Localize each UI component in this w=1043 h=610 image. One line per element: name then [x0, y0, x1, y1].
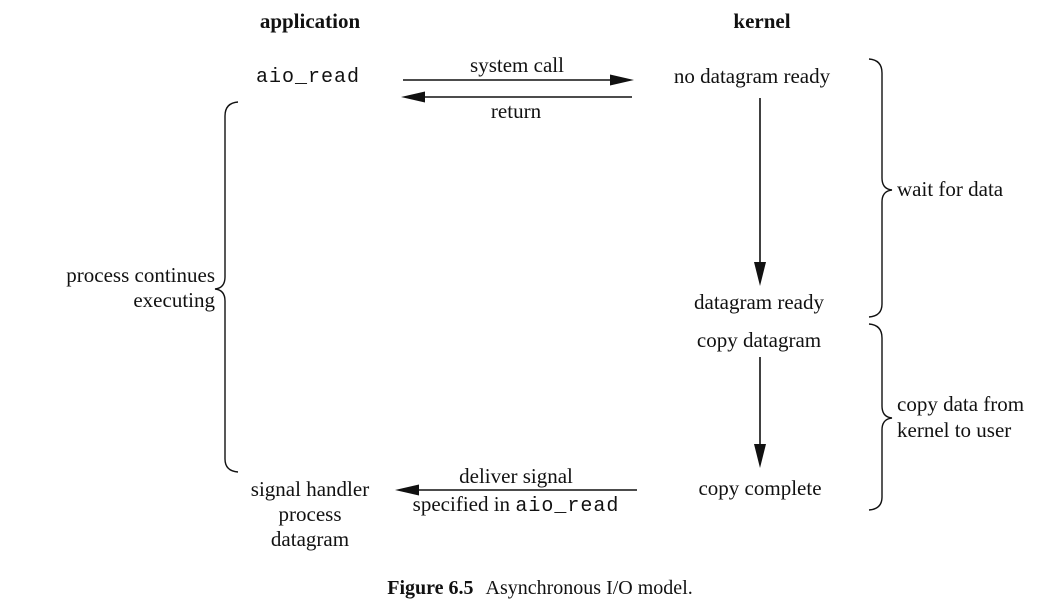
- signal-handler-block: signal handler process datagram: [251, 477, 369, 552]
- figure-caption: Figure 6.5 Asynchronous I/O model.: [387, 576, 693, 601]
- kernel-state-copy-datagram: copy datagram: [696, 328, 822, 352]
- application-header: application: [259, 9, 361, 33]
- system-call-arrow: [403, 74, 634, 86]
- deliver-signal-label: deliver signal: [459, 464, 573, 488]
- copy-brace: [868, 323, 893, 511]
- return-label: return: [490, 99, 542, 123]
- deliver-signal-arrow: [395, 484, 637, 496]
- copy-data-line2: kernel to user: [897, 418, 1012, 442]
- wait-for-data-label: wait for data: [897, 177, 1004, 201]
- process-continues-line1: process continues: [66, 263, 215, 287]
- signal-handler-line2: process: [278, 502, 342, 526]
- return-arrow: [401, 91, 632, 103]
- figure-caption-text: Asynchronous I/O model.: [485, 577, 693, 599]
- kernel-state-datagram-ready: datagram ready: [693, 290, 825, 314]
- copy-vertical-arrow: [754, 357, 766, 468]
- aio-read-call-label: aio_read: [255, 66, 361, 89]
- wait-brace: [868, 58, 893, 318]
- left-brace: [214, 101, 239, 473]
- wait-vertical-arrow: [754, 98, 766, 286]
- figure-caption-number: Figure 6.5: [387, 577, 474, 599]
- process-continues-note: process continues executing: [66, 263, 215, 313]
- signal-handler-line1: signal handler: [250, 477, 370, 501]
- copy-data-label: copy data from kernel to user: [897, 391, 1024, 443]
- kernel-header: kernel: [733, 9, 791, 33]
- system-call-label: system call: [470, 53, 564, 77]
- signal-handler-line3: datagram: [270, 527, 350, 551]
- copy-data-line1: copy data from: [897, 392, 1025, 416]
- specified-in-text: specified in: [412, 492, 516, 516]
- kernel-state-no-datagram-ready: no datagram ready: [673, 64, 831, 88]
- kernel-state-copy-complete: copy complete: [698, 476, 822, 500]
- specified-in-label: specified in aio_read: [413, 492, 620, 519]
- process-continues-line2: executing: [133, 288, 215, 312]
- specified-in-code: aio_read: [515, 495, 620, 518]
